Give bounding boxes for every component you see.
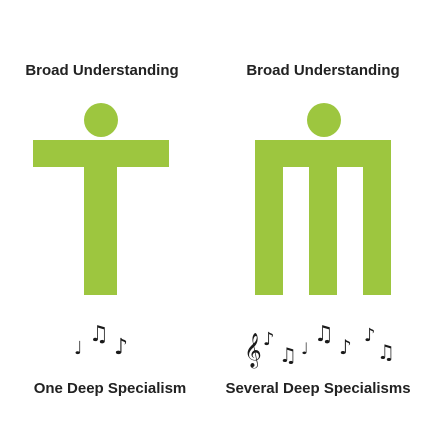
m-shape-head (307, 103, 341, 137)
m-shape (255, 103, 391, 295)
right-caption: Several Deep Specialisms (225, 380, 411, 397)
music-note-icon: ♪ (263, 329, 275, 350)
t-shape-head (84, 103, 118, 137)
left-caption: One Deep Specialism (33, 380, 187, 397)
music-note-icon: ♫ (314, 322, 334, 347)
t-shape-crossbar (33, 140, 169, 167)
music-note-icon: ♪ (114, 335, 128, 360)
music-note-icon: ♪ (339, 335, 352, 359)
t-shape (33, 103, 169, 295)
right-music-notes: 𝄞 ♪ ♫ ♩ ♫ ♪ ♪ ♫ (244, 322, 395, 369)
music-note-icon: ♩ (301, 339, 309, 358)
music-note-icon: ♫ (89, 322, 109, 347)
music-note-icon: ♫ (279, 343, 297, 367)
t-shape-stem (84, 167, 117, 295)
treble-clef-icon: 𝄞 (244, 333, 262, 369)
music-note-icon: ♫ (377, 340, 395, 364)
right-title: Broad Understanding (246, 62, 400, 79)
music-note-icon: ♪ (364, 325, 376, 346)
m-shape-leg-right (363, 167, 391, 295)
m-shape-leg-middle (309, 167, 337, 295)
m-shape-top-bar (255, 140, 391, 167)
left-music-notes: ♩ ♫ ♪ (74, 322, 128, 360)
m-shape-leg-left (255, 167, 283, 295)
music-note-icon: ♩ (74, 338, 83, 359)
left-title: Broad Understanding (25, 62, 179, 79)
